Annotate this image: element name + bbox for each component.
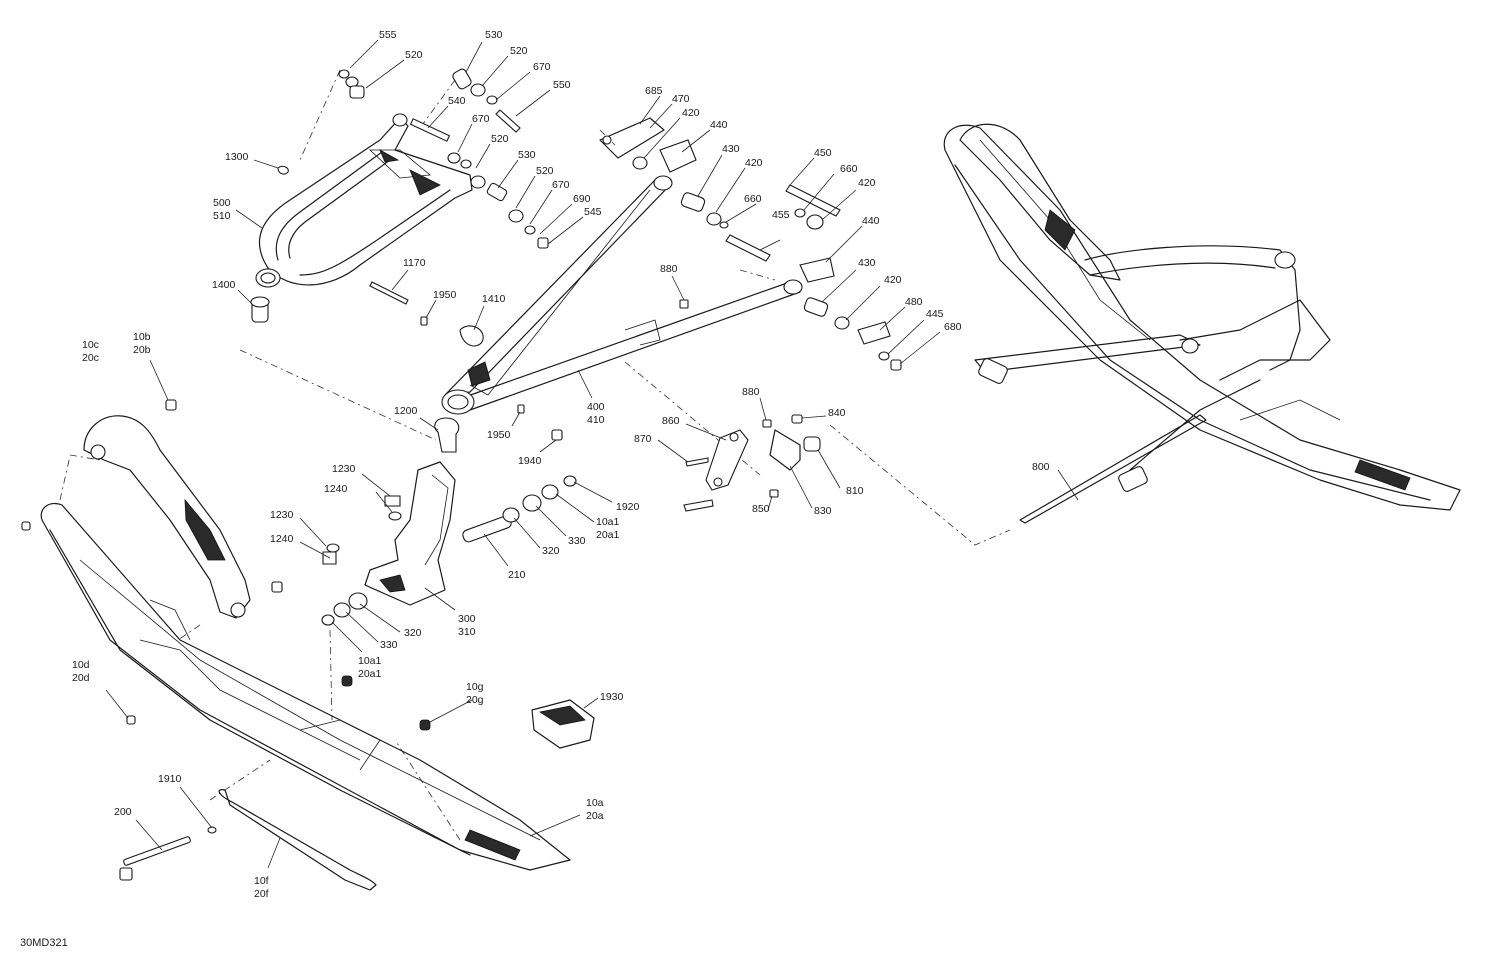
callout-label-c430a: 430 xyxy=(722,143,740,155)
assembled-view xyxy=(943,123,1461,524)
callout-label-c400-alt: 410 xyxy=(587,414,605,426)
callout-label-c210: 210 xyxy=(508,569,526,581)
callout-label-c520a: 520 xyxy=(405,49,423,61)
callout-label-c445: 445 xyxy=(926,308,944,320)
callout-label-c10f: 10f xyxy=(254,875,269,887)
callout-label-c810: 810 xyxy=(846,485,864,497)
callout-label-c520b: 520 xyxy=(510,45,528,57)
callout-label-c420a: 420 xyxy=(682,107,700,119)
callout-label-c1410: 1410 xyxy=(482,293,506,305)
ski-left xyxy=(21,502,595,891)
callout-label-c430b: 430 xyxy=(858,257,876,269)
callout-label-c670a: 670 xyxy=(533,61,551,73)
callout-label-c440a: 440 xyxy=(710,119,728,131)
callout-label-c660a: 660 xyxy=(744,193,762,205)
ski-handle xyxy=(83,399,283,619)
callout-label-c800: 800 xyxy=(1032,461,1050,473)
callout-label-c880b: 880 xyxy=(742,386,760,398)
lower-arm-hardware xyxy=(369,117,902,441)
callout-label-c1230a: 1230 xyxy=(332,463,356,475)
lower-a-arm xyxy=(441,175,803,415)
callout-label-c1230b: 1230 xyxy=(270,509,294,521)
callout-label-c1910: 1910 xyxy=(158,773,182,785)
callout-label-c555: 555 xyxy=(379,29,397,41)
diagram-code: 30MD321 xyxy=(20,937,68,949)
callout-label-c680: 680 xyxy=(944,321,962,333)
upper-a-arm xyxy=(255,113,486,288)
callout-label-c10f-alt: 20f xyxy=(254,888,269,900)
callout-label-c10c-alt: 20c xyxy=(82,352,99,364)
callout-label-c10b-alt: 20b xyxy=(133,344,151,356)
callout-label-c10c: 10c xyxy=(82,339,99,351)
upper-arm-hardware xyxy=(250,68,549,323)
callout-label-c500: 500 xyxy=(213,197,231,209)
callout-label-c850: 850 xyxy=(752,503,770,515)
callout-label-c1200: 1200 xyxy=(394,405,418,417)
callout-label-c10a-alt: 20a xyxy=(586,810,604,822)
callout-label-c1950a: 1950 xyxy=(433,289,457,301)
callout-label-c455: 455 xyxy=(772,209,790,221)
callout-label-c10b: 10b xyxy=(133,331,151,343)
callout-label-c1930: 1930 xyxy=(600,691,624,703)
callout-label-c440b: 440 xyxy=(862,215,880,227)
steering-linkage xyxy=(683,414,821,512)
callout-label-c10d: 10d xyxy=(72,659,90,671)
callout-label-c540: 540 xyxy=(448,95,466,107)
callout-label-c320b: 320 xyxy=(404,627,422,639)
callout-label-c470: 470 xyxy=(672,93,690,105)
leader-lines xyxy=(105,39,1079,869)
callout-label-c420d: 420 xyxy=(884,274,902,286)
callout-label-c10g: 10g xyxy=(466,681,484,693)
callout-label-c530a: 530 xyxy=(485,29,503,41)
callout-label-c860: 860 xyxy=(662,415,680,427)
callout-label-c520c: 520 xyxy=(491,133,509,145)
callout-label-c1240b: 1240 xyxy=(270,533,294,545)
callout-label-c10d-alt: 20d xyxy=(72,672,90,684)
callout-label-c330a: 330 xyxy=(568,535,586,547)
spindle xyxy=(321,417,577,687)
callout-label-c1400: 1400 xyxy=(212,279,236,291)
callout-label-c520d: 520 xyxy=(536,165,554,177)
callout-label-c200: 200 xyxy=(114,806,132,818)
callout-label-c660b: 660 xyxy=(840,163,858,175)
callout-label-c530b: 530 xyxy=(518,149,536,161)
callout-label-c10a: 10a xyxy=(586,797,604,809)
callout-label-c1300: 1300 xyxy=(225,151,249,163)
callout-label-c545: 545 xyxy=(584,206,602,218)
callout-label-c670c: 670 xyxy=(552,179,570,191)
callout-label-c10a1a: 10a1 xyxy=(596,516,620,528)
callout-label-c1920: 1920 xyxy=(616,501,640,513)
callout-label-c420b: 420 xyxy=(745,157,763,169)
callout-label-c300-alt: 310 xyxy=(458,626,476,638)
callout-label-c420c: 420 xyxy=(858,177,876,189)
callout-label-c1170: 1170 xyxy=(403,257,426,269)
callout-label-c1950b: 1950 xyxy=(487,429,511,441)
callout-label-c10a1b: 10a1 xyxy=(358,655,382,667)
callout-label-c880a: 880 xyxy=(660,263,678,275)
callout-label-c400: 400 xyxy=(587,401,605,413)
callout-label-c320a: 320 xyxy=(542,545,560,557)
callout-label-c550: 550 xyxy=(553,79,571,91)
callout-label-c300: 300 xyxy=(458,613,476,625)
callout-label-c10a1b-alt: 20a1 xyxy=(358,668,382,680)
callout-label-c830: 830 xyxy=(814,505,832,517)
callout-labels: 5555205305206705505406705205305206706905… xyxy=(72,29,1050,900)
callout-label-c840: 840 xyxy=(828,407,846,419)
callout-label-c500-alt: 510 xyxy=(213,210,231,222)
callout-label-c685: 685 xyxy=(645,85,663,97)
callout-label-c670b: 670 xyxy=(472,113,490,125)
callout-label-c1940: 1940 xyxy=(518,455,542,467)
callout-label-c1240a: 1240 xyxy=(324,483,348,495)
callout-label-c480: 480 xyxy=(905,296,923,308)
callout-label-c870: 870 xyxy=(634,433,652,445)
callout-label-c450: 450 xyxy=(814,147,832,159)
callout-label-c690: 690 xyxy=(573,193,591,205)
callout-label-c10g-alt: 20g xyxy=(466,694,484,706)
callout-label-c330b: 330 xyxy=(380,639,398,651)
callout-label-c10a1a-alt: 20a1 xyxy=(596,529,620,541)
